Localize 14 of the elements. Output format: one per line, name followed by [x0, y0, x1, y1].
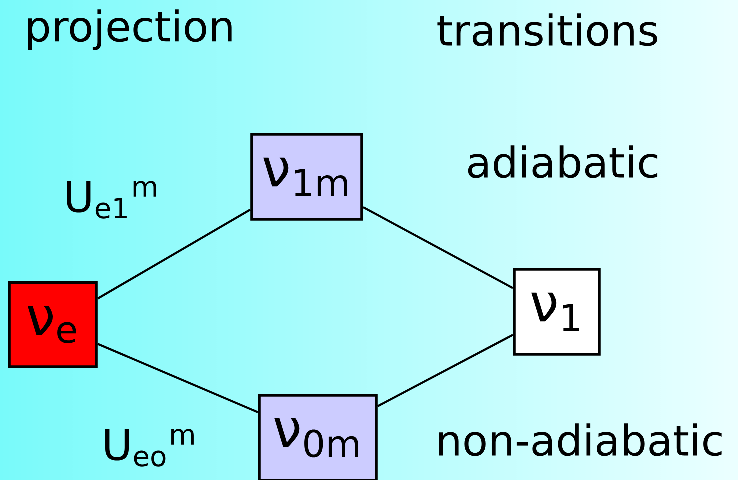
label: projection	[28, 10, 232, 50]
line	[98, 343, 258, 414]
label: transitions	[438, 14, 658, 46]
state-box: ν$_{e}$	[8, 282, 98, 368]
label: U$_{e1}$m	[67, 181, 156, 219]
label: U$_{eo}$m	[106, 429, 194, 467]
line	[97, 208, 252, 300]
label: adiabatic	[468, 146, 658, 178]
line	[377, 334, 514, 408]
label: non-adiabatic	[439, 424, 722, 456]
state-box: ν$_{1m}$	[250, 133, 364, 221]
line	[362, 206, 514, 290]
state-box: ν$_{1}$	[513, 268, 601, 356]
state-box: ν$_{0m}$	[258, 394, 378, 480]
